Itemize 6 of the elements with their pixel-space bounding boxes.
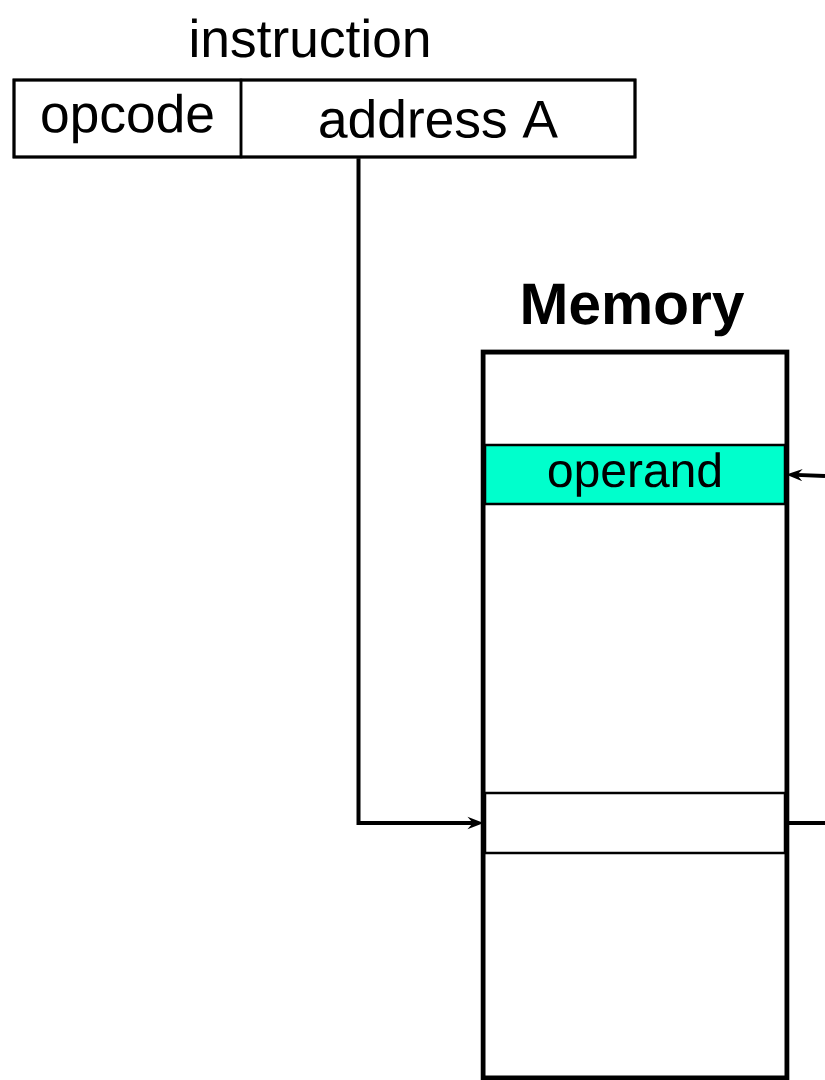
node-label: Memory [523, 283, 745, 337]
field-cell: address A [239, 78, 637, 159]
memory-cell [483, 791, 787, 855]
node-label: instruction [192, 18, 429, 58]
field-cell: opcode [12, 78, 243, 159]
memory-cell: operand [483, 443, 787, 506]
